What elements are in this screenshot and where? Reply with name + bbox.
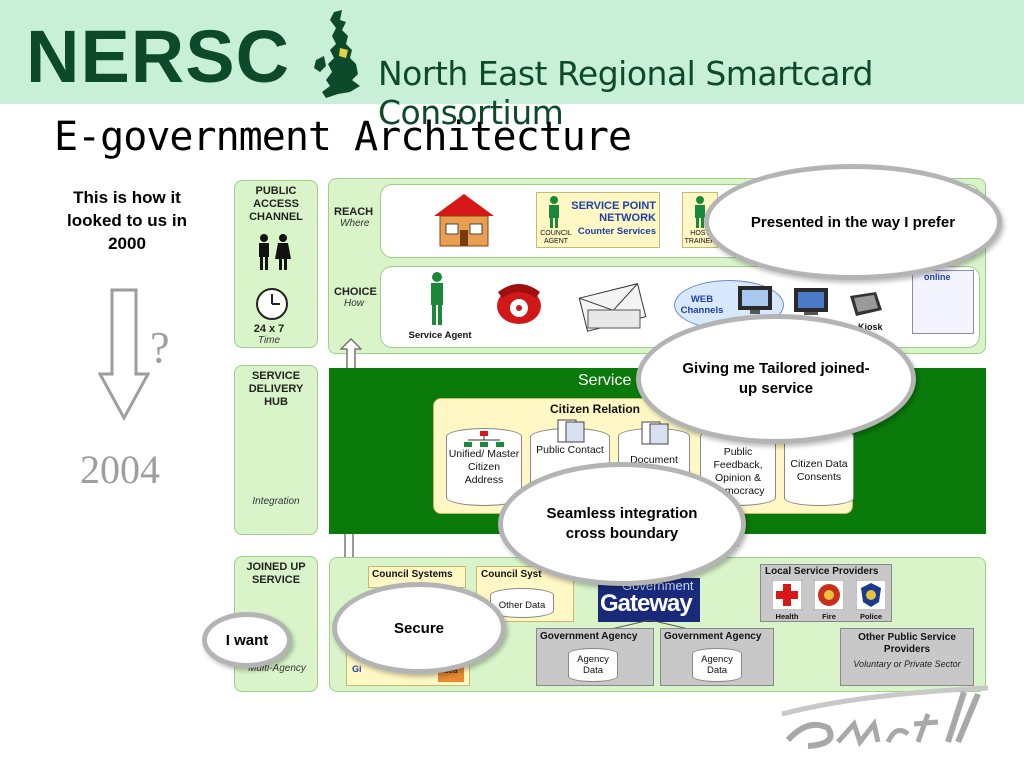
- host-trainer-label: HOST TRAINER: [684, 230, 716, 245]
- web-channels-label: WEB Channels: [680, 294, 724, 316]
- council-agent-label: COUNCIL AGENT: [540, 230, 572, 245]
- service-agent-label: Service Agent: [408, 330, 472, 341]
- header-banner: [0, 0, 1024, 104]
- callout-want: I want: [202, 612, 292, 668]
- counter-services-label: Counter Services: [577, 226, 656, 237]
- house-icon: [434, 194, 494, 247]
- question-mark: ?: [150, 323, 170, 372]
- other-public-box: [840, 628, 974, 686]
- year-label: 2004: [80, 447, 160, 492]
- service-delivery-label: SERVICE DELIVERY HUB: [248, 370, 304, 408]
- police-label: Police: [859, 612, 883, 621]
- choice-label: CHOICE: [334, 286, 377, 298]
- nersc-logo-text: NERSC: [26, 15, 291, 98]
- service-delivery-panel: SERVICE DELIVERY HUB Integration: [234, 365, 318, 535]
- multi-agency-label: Multi-Agency: [248, 663, 306, 674]
- local-providers-label: Local Service Providers: [765, 566, 879, 577]
- clock-sub: Time: [257, 335, 281, 346]
- gov-agency-label-1: Government Agency: [540, 631, 638, 642]
- agency-data-label-2: Agency Data: [701, 654, 733, 676]
- document-icon: [641, 421, 669, 445]
- gateway-label: Gateway: [600, 590, 693, 617]
- council-systems-label: Council Systems: [372, 569, 453, 580]
- down-arrow-icon: [98, 288, 150, 422]
- contact-document-icon: [557, 419, 585, 443]
- computer-icon: [738, 286, 772, 314]
- fire-service-icon: [814, 580, 844, 610]
- cylinder-feedback-label: Public Feedback, Opinion & Democracy: [711, 446, 765, 497]
- fire-label: Fire: [822, 612, 836, 621]
- callout-seamless: Seamless integration cross boundary: [498, 462, 746, 586]
- reach-sub: Where: [340, 218, 370, 229]
- service-point-label: SERVICE POINT NETWORK: [571, 200, 656, 224]
- tv-icon: [794, 288, 828, 315]
- public-access-panel: PUBLIC ACCESS CHANNEL 24 x 7 Time: [234, 180, 318, 348]
- online-label: online: [924, 272, 951, 282]
- uk-map-icon: [314, 10, 360, 98]
- other-data-label: Other Data: [498, 600, 546, 611]
- cylinder-consents-label: Citizen Data Consents: [790, 458, 848, 483]
- cylinder-address-label: Unified/ Master Citizen Address: [448, 448, 520, 486]
- service-agent-icon: [431, 272, 443, 325]
- voluntary-label: Voluntary or Private Sector: [853, 659, 961, 669]
- agency-data-cylinder-2: [692, 648, 742, 682]
- health-cross-icon: [772, 580, 802, 610]
- smartid-logo-icon: [781, 685, 989, 749]
- agency-data-label-1: Agency Data: [577, 654, 609, 676]
- council-agent-icon: [549, 196, 559, 228]
- website-screenshot: [912, 270, 974, 334]
- people-icon: [259, 234, 291, 270]
- kiosk-icon: [850, 292, 882, 316]
- council-systems-label-2: Council Syst: [481, 569, 542, 580]
- service-hub-title: Service: [578, 372, 632, 389]
- joined-up-label: JOINED UP SERVICE: [246, 561, 306, 586]
- other-public-label: Other Public Service Providers: [858, 632, 956, 655]
- consortium-name: North East Regional Smartcard Consortium: [378, 54, 873, 132]
- host-trainer-icon: [695, 196, 705, 228]
- slide-title: E-government Architecture: [54, 114, 632, 160]
- callout-secure: Secure: [332, 582, 506, 674]
- gov-agency-label-2: Government Agency: [664, 631, 762, 642]
- small-systems-label: Gi: [352, 664, 362, 674]
- integration-label: Integration: [252, 496, 300, 507]
- cylinder-public-contact-label: Public Contact: [536, 444, 604, 456]
- callout-prefer: Presented in the way I prefer: [704, 164, 1002, 280]
- telephone-icon: [497, 284, 541, 324]
- clock-label: 24 x 7: [253, 323, 285, 335]
- cylinder-address: [446, 428, 522, 506]
- clock-icon: [256, 288, 288, 320]
- police-badge-icon: [856, 580, 886, 610]
- reach-label: REACH: [334, 206, 374, 218]
- agency-data-cylinder-1: [568, 648, 618, 682]
- callout-tailored: Giving me Tailored joined-up service: [636, 314, 916, 444]
- choice-sub: How: [344, 298, 365, 309]
- public-access-label: PUBLIC ACCESS CHANNEL: [249, 185, 303, 223]
- kiosk-label: Kiosk: [858, 322, 883, 332]
- mail-envelopes-icon: [578, 283, 647, 332]
- network-icon: [464, 431, 504, 447]
- crm-title: Citizen Relation: [550, 402, 641, 416]
- health-label: Health: [775, 612, 799, 621]
- intro-note: This is how it looked to us in 2000: [67, 188, 187, 253]
